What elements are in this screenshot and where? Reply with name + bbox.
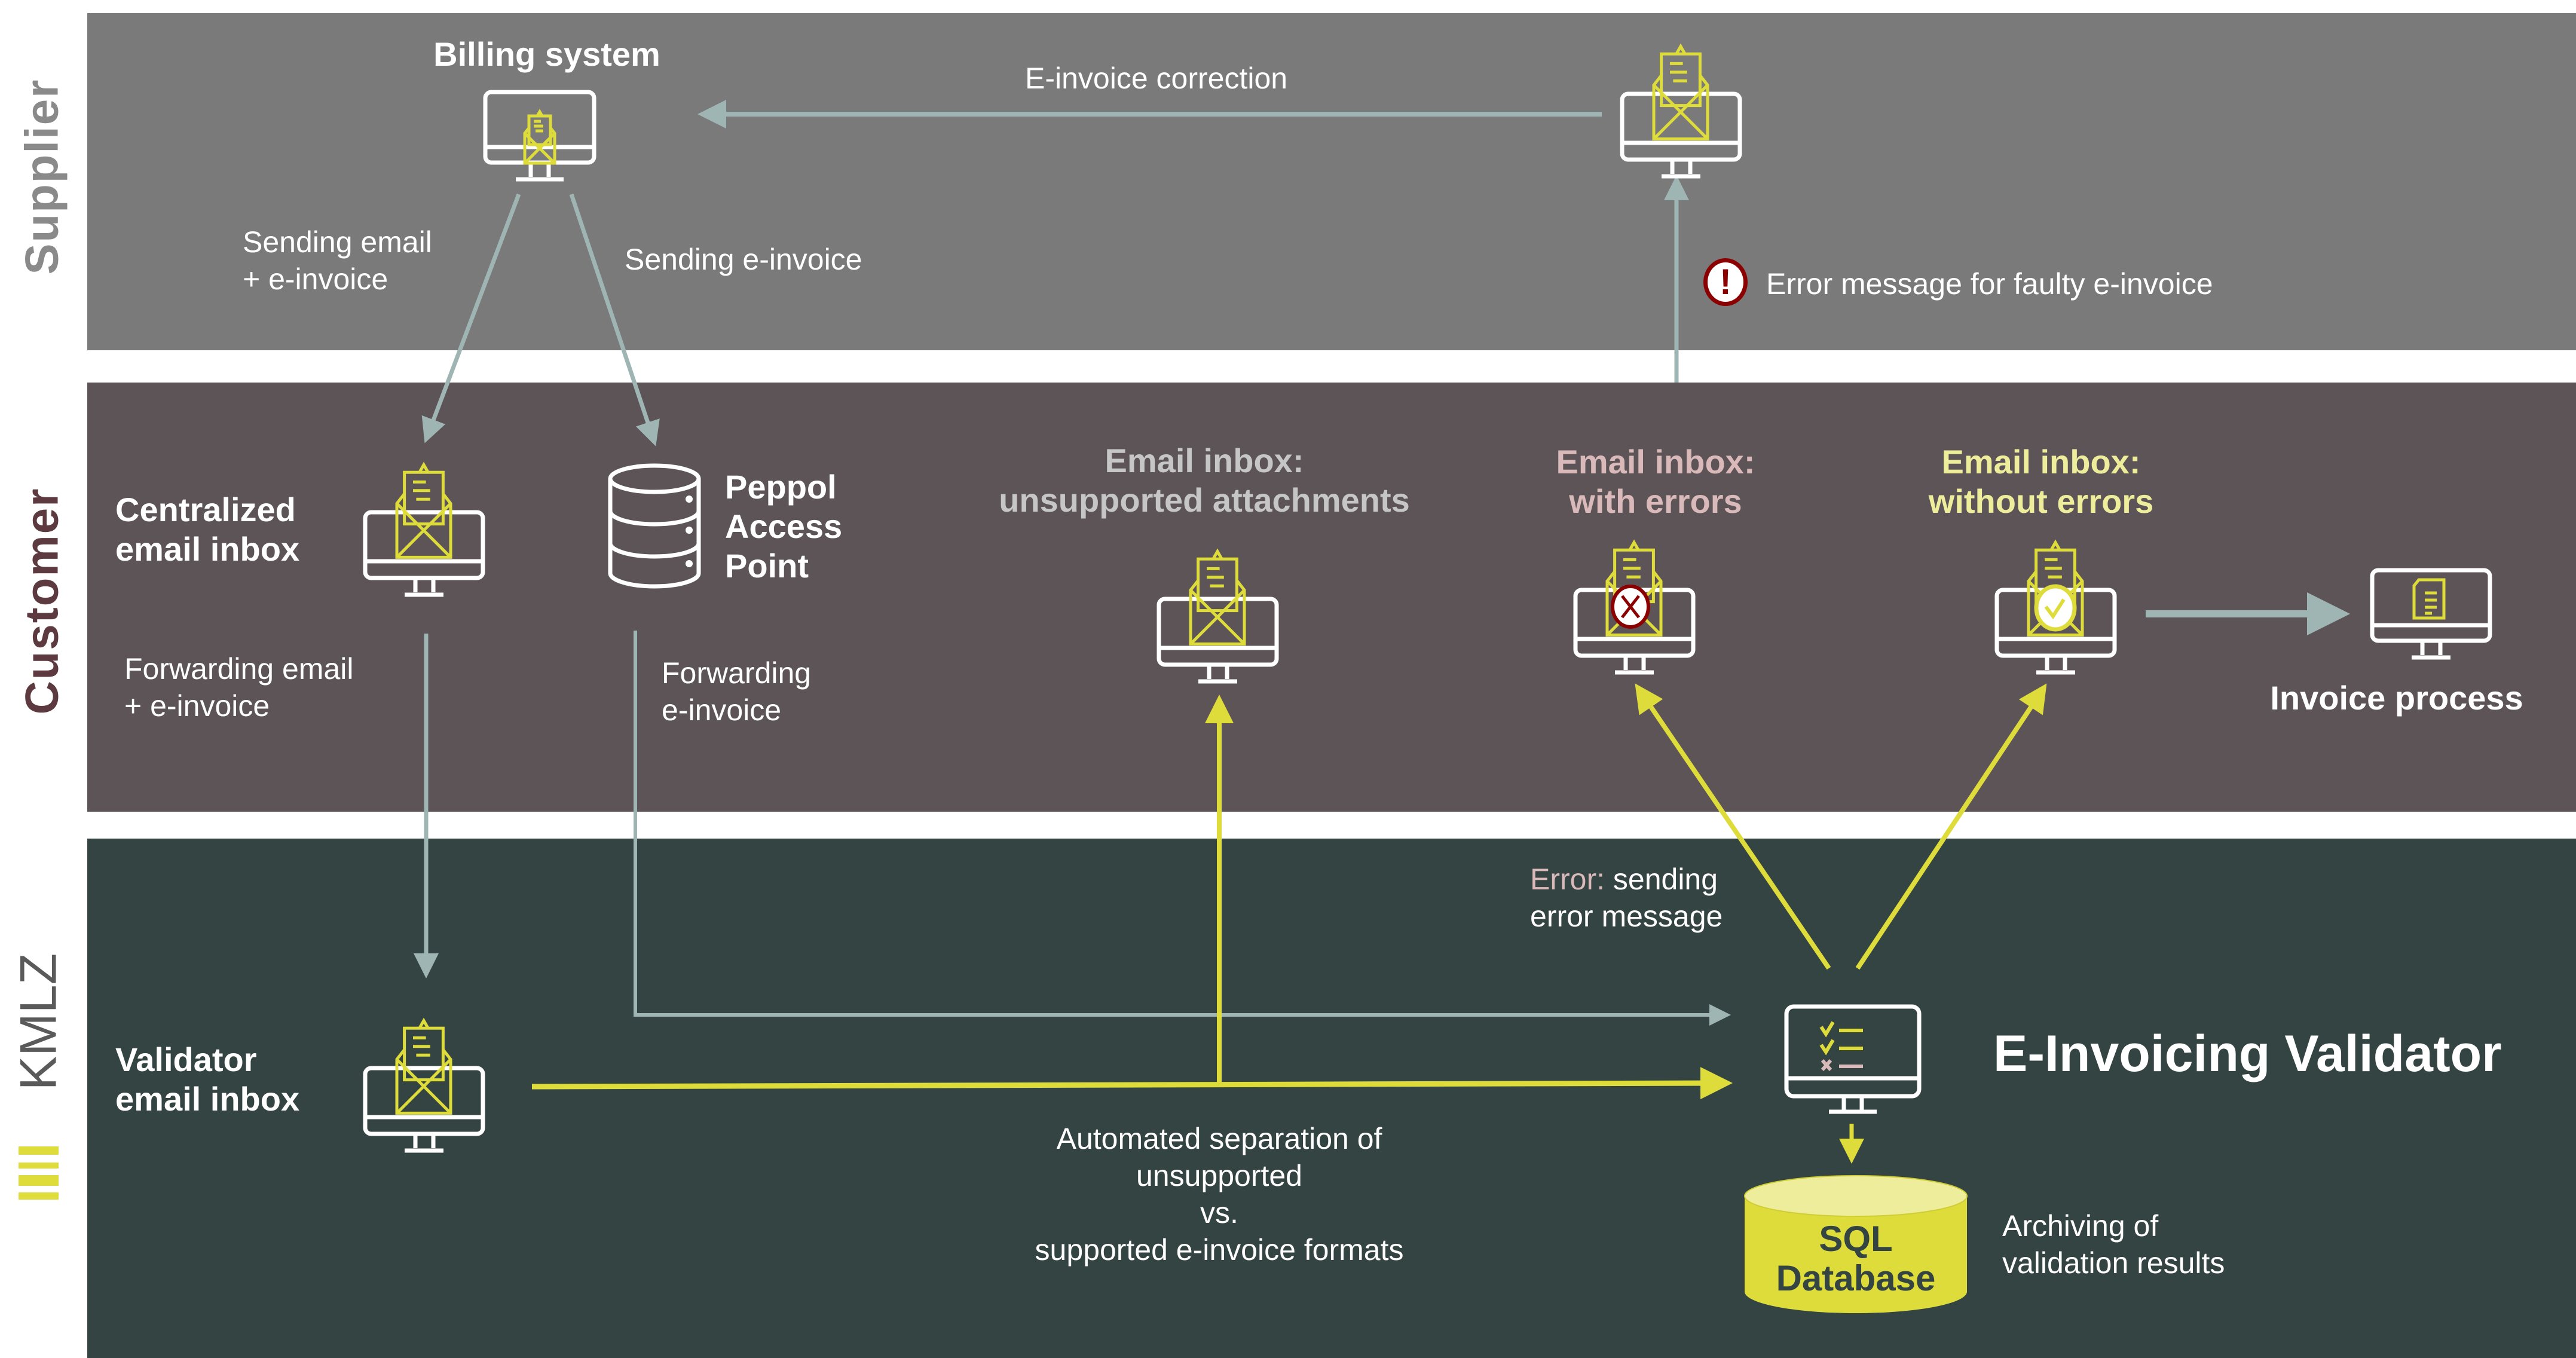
validator-title: E-Invoicing Validator — [1993, 1025, 2502, 1082]
unsupported-inbox-monitor-icon[interactable] — [1157, 544, 1279, 696]
sending-email-label-2: + e-invoice — [243, 262, 388, 296]
arrow-to-with-errors — [1635, 683, 1831, 970]
arrow-forward-einvoice — [634, 631, 1731, 1026]
error-sending-text: sending — [1605, 862, 1718, 896]
error-message-label: Error message for faulty e-invoice — [1766, 267, 2213, 301]
lane-customer — [87, 383, 2576, 812]
separation-label-2: unsupported — [1136, 1159, 1302, 1192]
forwarding-einvoice-label-1: Forwarding — [662, 656, 812, 690]
peppol-label-2: Access — [725, 507, 843, 545]
lane-supplier — [87, 13, 2576, 350]
validator-inbox-label-2: email inbox — [115, 1080, 300, 1118]
sql-database-icon[interactable] — [1742, 1175, 1969, 1315]
invoice-process-label: Invoice process — [2270, 679, 2523, 717]
kmlz-logo: KMLZ — [10, 926, 68, 1201]
arrow-to-without-errors — [1855, 683, 2047, 970]
ok-inbox-title-2: without errors — [1928, 482, 2154, 520]
error-sending-label-2: error message — [1530, 900, 1723, 933]
billing-system-label: Billing system — [433, 35, 660, 73]
centralized-inbox-label-2: email inbox — [115, 530, 300, 568]
archiving-label-2: validation results — [2002, 1246, 2225, 1280]
supplier-inbox-monitor-icon[interactable] — [1620, 39, 1742, 191]
arrow-to-validator — [531, 1067, 1733, 1100]
forwarding-email-label-2: + e-invoice — [124, 689, 270, 723]
correction-label: E-invoice correction — [1025, 62, 1288, 95]
ok-inbox-title-1: Email inbox: — [1941, 443, 2141, 481]
peppol-server-icon[interactable] — [607, 463, 702, 589]
centralized-inbox-label-1: Centralized — [115, 491, 296, 528]
forwarding-einvoice-label-2: e-invoice — [662, 693, 782, 727]
validator-inbox-monitor-icon[interactable] — [363, 1013, 485, 1166]
ok-inbox-monitor-icon[interactable] — [1994, 535, 2117, 687]
validator-checklist-monitor-icon[interactable] — [1784, 1004, 1922, 1118]
kmlz-logo-bar — [19, 1146, 59, 1155]
db-label-1: SQL — [1819, 1219, 1893, 1259]
kmlz-logo-bar — [19, 1163, 59, 1169]
invoice-process-monitor-icon[interactable] — [2370, 568, 2492, 666]
arrow-send-einvoice — [569, 193, 660, 446]
lane-kmlz — [87, 839, 2576, 1358]
error-sending-label-1: Error: sending — [1530, 861, 1718, 898]
separation-label-4: supported e-invoice formats — [1035, 1233, 1404, 1267]
unsupported-inbox-title-2: unsupported attachments — [999, 481, 1410, 519]
forwarding-email-label-1: Forwarding email — [124, 652, 354, 686]
sending-einvoice-label: Sending e-invoice — [625, 243, 862, 276]
separation-label-1: Automated separation of — [1056, 1122, 1382, 1155]
validator-inbox-label-1: Validator — [115, 1041, 257, 1078]
sending-email-label-1: Sending email — [243, 225, 432, 259]
error-prefix: Error: — [1530, 862, 1605, 896]
errors-inbox-title-2: with errors — [1569, 482, 1742, 520]
kmlz-logo-bar — [19, 1175, 59, 1186]
centralized-inbox-monitor-icon[interactable] — [363, 457, 485, 610]
kmlz-logo-bar — [19, 1192, 59, 1200]
arrow-send-email — [421, 193, 521, 444]
unsupported-inbox-title-1: Email inbox: — [1105, 442, 1304, 479]
peppol-label-3: Point — [725, 547, 809, 585]
peppol-label-1: Peppol — [725, 468, 837, 506]
error-alert-icon: ! — [1703, 258, 1748, 306]
db-label-2: Database — [1776, 1258, 1936, 1298]
errors-inbox-monitor-icon[interactable] — [1573, 535, 1696, 687]
separation-label-3: vs. — [1200, 1196, 1238, 1229]
billing-system-monitor-icon[interactable] — [483, 78, 596, 188]
archiving-label-1: Archiving of — [2002, 1209, 2159, 1243]
errors-inbox-title-1: Email inbox: — [1556, 443, 1755, 481]
